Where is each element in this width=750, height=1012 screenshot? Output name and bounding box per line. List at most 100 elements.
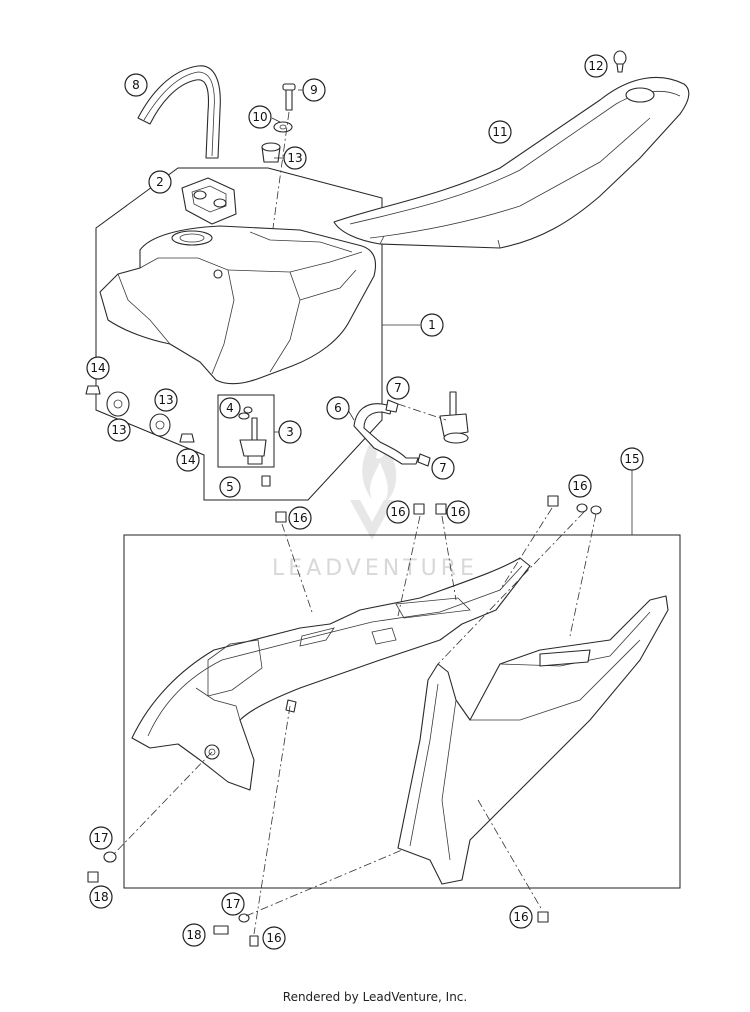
seat — [333, 76, 690, 249]
fuel-tank — [99, 225, 377, 385]
callout-7-lower-label: 7 — [439, 461, 447, 475]
callout-8-label: 8 — [132, 78, 140, 92]
footer-credit: Rendered by LeadVenture, Inc. — [282, 990, 468, 1004]
panel-washer-left — [103, 851, 117, 863]
callout-16-d: 16 — [568, 474, 592, 498]
fuel-tank-group-frame — [95, 167, 383, 501]
callout-17-bottom-label: 17 — [225, 897, 240, 911]
callout-5: 5 — [219, 476, 241, 498]
callout-7-upper: 7 — [386, 376, 410, 400]
left-mount-grommet — [106, 391, 130, 417]
fuel-tap-right — [439, 391, 469, 444]
vent-hose — [137, 65, 221, 159]
callout-8: 8 — [124, 73, 148, 97]
callout-14-left: 14 — [86, 356, 110, 380]
right-mount-grommet — [149, 413, 171, 437]
hose-to-tap-line — [397, 403, 447, 421]
fuel-tap-o-ring — [238, 412, 250, 420]
panel-line-3 — [441, 515, 457, 601]
panel-line-9 — [245, 849, 403, 917]
panel-screw-upper-right-b — [590, 505, 602, 515]
callout-15-label: 15 — [624, 452, 639, 466]
panel-screw-top-left — [275, 511, 287, 523]
callout-16-f: 16 — [262, 926, 286, 950]
callout-6: 6 — [326, 396, 350, 420]
callout-14-right: 14 — [176, 448, 200, 472]
callout-15: 15 — [620, 447, 644, 471]
panel-screw-upper-right-a — [576, 503, 588, 513]
callout-18-bottom-label: 18 — [186, 928, 201, 942]
callout-13-right-label: 13 — [158, 393, 173, 407]
callout-2: 2 — [148, 170, 172, 194]
watermark-text: LEADVENTURE — [272, 556, 478, 581]
left-side-panel — [131, 557, 531, 791]
callout-6-label: 6 — [334, 401, 342, 415]
callout-12: 12 — [584, 54, 608, 78]
callout-11: 11 — [488, 120, 512, 144]
panel-line-4 — [499, 507, 553, 591]
callout-17-left: 17 — [89, 826, 113, 850]
callout-16-d-label: 16 — [572, 479, 587, 493]
hose-clamp-lower — [417, 453, 431, 467]
panel-line-7 — [111, 751, 213, 857]
right-side-panel — [397, 595, 669, 885]
panel-screw-bottom-center — [249, 935, 259, 947]
callout-14-right-label: 14 — [180, 453, 195, 467]
right-mount-screw — [179, 433, 195, 443]
leadventure-flame-logo — [350, 440, 397, 540]
callout-16-b-label: 16 — [390, 505, 405, 519]
callout-10: 10 — [248, 105, 272, 129]
callout-5-label: 5 — [226, 480, 234, 494]
callout-7-lower: 7 — [431, 456, 455, 480]
callout-9: 9 — [302, 78, 326, 102]
watermark: LEADVENTURE — [272, 440, 478, 581]
tank-mount-screw — [282, 83, 296, 111]
callout-13-left-label: 13 — [111, 423, 126, 437]
callout-4-label: 4 — [226, 401, 234, 415]
panel-screw-top-far — [547, 495, 559, 507]
callout-18-left: 18 — [89, 885, 113, 909]
callout-1-label: 1 — [428, 318, 436, 332]
tank-mount-grommet — [261, 142, 281, 163]
callout-2-label: 2 — [156, 175, 164, 189]
callout-13-top: 13 — [283, 146, 307, 170]
fuel-filler-cap — [181, 177, 237, 225]
callout-16-e-label: 16 — [513, 910, 528, 924]
callout-12-label: 12 — [588, 59, 603, 73]
screw-axis-line — [269, 111, 290, 251]
panel-line-6 — [569, 513, 597, 637]
fuel-hose — [353, 403, 419, 465]
callout-11-label: 11 — [492, 125, 507, 139]
callout-16-b: 16 — [386, 500, 410, 524]
fuel-tap — [239, 406, 267, 465]
callout-3: 3 — [278, 420, 302, 444]
callout-9-label: 9 — [310, 83, 318, 97]
callout-13-top-label: 13 — [287, 151, 302, 165]
callout-18-left-label: 18 — [93, 890, 108, 904]
callout-16-a-label: 16 — [292, 511, 307, 525]
callout-4: 4 — [219, 397, 241, 419]
side-panel-group-frame — [123, 534, 681, 889]
panel-screw-top-right — [435, 503, 447, 515]
panel-screw-bottom-right — [537, 911, 549, 923]
fuel-tap-detail-frame — [217, 394, 275, 468]
hose-clamp-upper — [385, 399, 399, 413]
callout-13-left: 13 — [107, 418, 131, 442]
callout-16-a: 16 — [288, 506, 312, 530]
callout-10-label: 10 — [252, 110, 267, 124]
seat-fixing-bolt — [613, 50, 627, 73]
callout-1: 1 — [420, 313, 444, 337]
callout-16-c: 16 — [446, 500, 470, 524]
leader-10 — [271, 117, 281, 123]
callout-14-left-label: 14 — [90, 361, 105, 375]
callout-18-bottom: 18 — [182, 923, 206, 947]
callout-16-c-label: 16 — [450, 505, 465, 519]
panel-line-8 — [253, 705, 291, 935]
callout-17-left-label: 17 — [93, 831, 108, 845]
callout-16-e: 16 — [509, 905, 533, 929]
panel-screw-bottom-left — [213, 925, 229, 935]
callout-7-upper-label: 7 — [394, 381, 402, 395]
tank-mount-washer — [273, 121, 293, 133]
callout-17-bottom: 17 — [221, 892, 245, 916]
